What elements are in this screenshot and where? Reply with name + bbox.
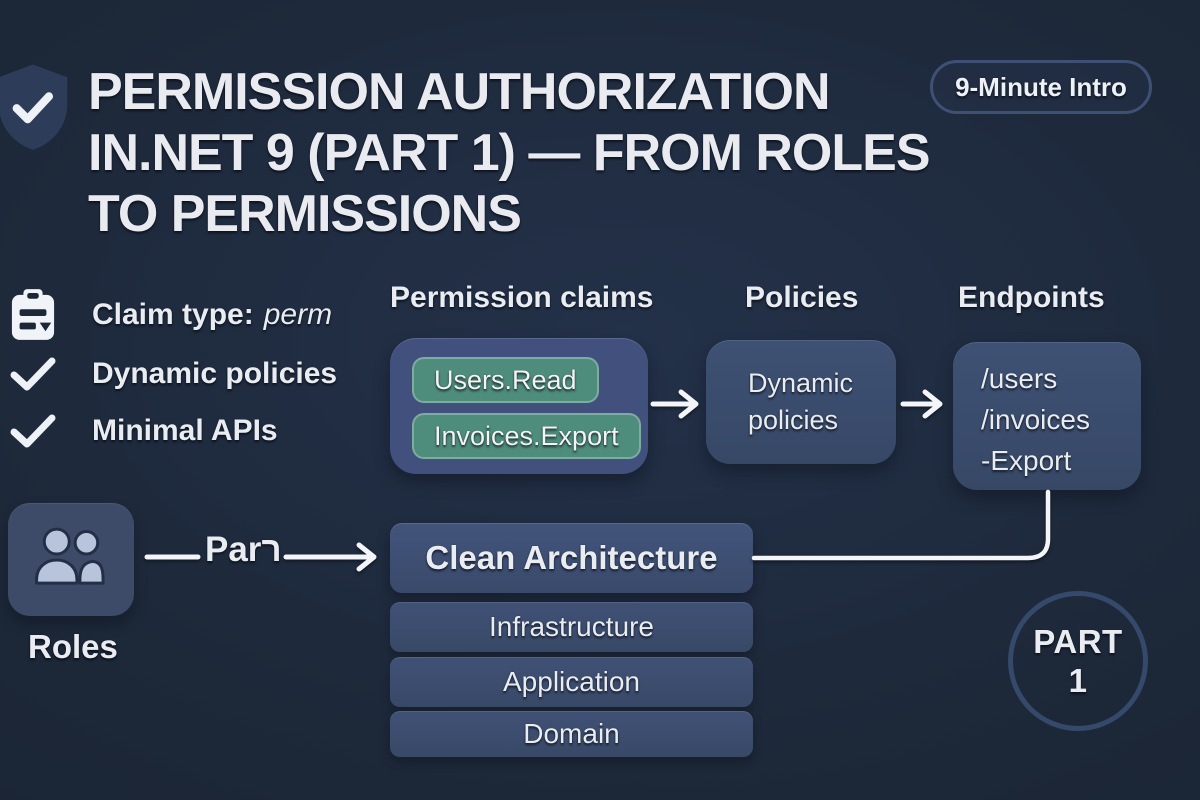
layer-infrastructure: Infrastructure xyxy=(390,602,753,652)
title-line-2: IN.NET 9 (PART 1) — FROM ROLES xyxy=(88,124,931,182)
layer-application: Application xyxy=(390,657,753,707)
elbow-endpoints-to-architecture xyxy=(751,489,1051,561)
page-title: PERMISSION AUTHORIZATION IN.NET 9 (PART … xyxy=(88,62,988,245)
permission-claims-box: Users.Read Invoices.Export xyxy=(390,338,648,474)
endpoints-box: /users /invoices -Export xyxy=(953,342,1141,490)
duration-badge: 9-Minute Intro xyxy=(930,60,1152,114)
feature-dynamic-policies: Dynamic policies xyxy=(8,349,337,399)
shield-check-icon xyxy=(0,64,68,150)
policies-heading: Policies xyxy=(745,281,859,314)
claim-chip-invoices-export: Invoices.Export xyxy=(412,413,641,459)
endpoint-invoices: /invoices xyxy=(981,404,1090,435)
users-icon xyxy=(33,526,109,593)
part-badge: PART 1 xyxy=(1008,591,1148,731)
layer-domain: Domain xyxy=(390,711,753,757)
policies-box-label: Dynamic policies xyxy=(748,368,854,435)
feature-minimal-apis: Minimal APIs xyxy=(8,406,278,456)
roles-label: Roles xyxy=(28,628,118,665)
policies-box: Dynamic policies xyxy=(706,340,896,464)
endpoint-export: -Export xyxy=(981,445,1072,476)
claim-chip-users-read: Users.Read xyxy=(412,357,599,403)
feature-minimal-apis-text: Minimal APIs xyxy=(92,414,278,447)
endpoint-users: /users xyxy=(981,363,1058,394)
feature-claim-type: Claim type:perm xyxy=(8,286,332,344)
clipboard-icon xyxy=(10,288,66,342)
check-icon xyxy=(10,357,66,391)
arrow-claims-to-policies xyxy=(650,389,699,419)
feature-dynamic-policies-text: Dynamic policies xyxy=(92,357,338,390)
feature-claim-type-text: Claim type:perm xyxy=(92,298,333,331)
title-line-1: PERMISSION AUTHORIZATION xyxy=(88,63,831,121)
arrow-roles-to-architecture xyxy=(283,542,377,572)
part-badge-word: PART xyxy=(1033,623,1123,660)
duration-badge-label: 9-Minute Intro xyxy=(955,71,1127,102)
roles-arrow-label: Parר xyxy=(205,530,282,569)
title-line-3: TO PERMISSIONS xyxy=(88,185,522,243)
arrow-policies-to-endpoints xyxy=(900,389,943,419)
part-badge-number: 1 xyxy=(1068,662,1088,699)
endpoints-heading: Endpoints xyxy=(958,281,1105,314)
roles-card xyxy=(8,503,134,616)
claims-heading: Permission claims xyxy=(390,281,654,314)
clean-architecture-box: Clean Architecture xyxy=(390,523,753,593)
check-icon xyxy=(10,414,66,448)
